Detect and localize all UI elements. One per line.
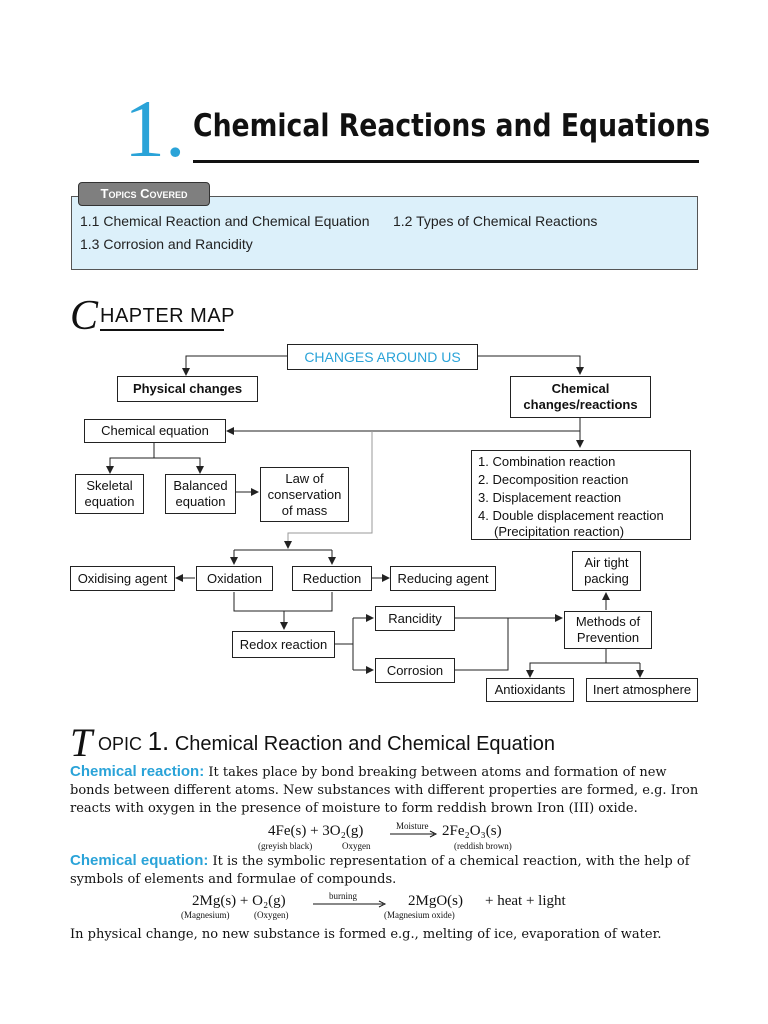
- map-node-chemical-changes: Chemical changes/reactions: [510, 376, 651, 418]
- map-node-oxidising-agent: Oxidising agent: [70, 566, 175, 591]
- map-node-physical-changes: Physical changes: [117, 376, 258, 402]
- paragraph-chemical-equation: Chemical equation: It is the symbolic re…: [70, 852, 700, 889]
- topics-tag: Topics Covered: [78, 182, 210, 206]
- keyword-chemical-reaction: Chemical reaction:: [70, 763, 205, 780]
- reaction-arrow-icon: [390, 830, 438, 838]
- equation-1-rhs: 2Fe₂O₃(s): [442, 823, 502, 839]
- chapter-number: 1.: [124, 83, 186, 174]
- title-rule: [193, 160, 699, 163]
- map-node-law-conservation: Law of conservation of mass: [260, 467, 349, 522]
- map-node-antioxidants: Antioxidants: [486, 678, 574, 702]
- paragraph-physical-change: In physical change, no new substance is …: [70, 927, 662, 942]
- reaction-type-note: (Precipitation reaction): [494, 524, 625, 539]
- chapter-map-rule: [100, 329, 224, 331]
- map-node-skeletal-equation: Skeletal equation: [75, 474, 144, 514]
- map-node-corrosion: Corrosion: [375, 658, 455, 683]
- equation-2-note: (Magnesium): [181, 910, 230, 920]
- paragraph-chemical-reaction: Chemical reaction: It takes place by bon…: [70, 763, 700, 818]
- chapter-map-initial: C: [70, 293, 99, 339]
- map-node-reducing-agent: Reducing agent: [390, 566, 496, 591]
- map-node-oxidation: Oxidation: [196, 566, 273, 591]
- keyword-chemical-equation: Chemical equation:: [70, 852, 209, 869]
- map-node-changes-around-us: CHANGES AROUND US: [287, 344, 478, 370]
- topic-number: 1.: [147, 726, 170, 756]
- equation-2-condition: burning: [329, 891, 357, 901]
- equation-2-note: (Oxygen): [254, 910, 289, 920]
- reaction-type-item: 3. Displacement reaction: [478, 490, 622, 505]
- topic-item: 1.2 Types of Chemical Reactions: [393, 213, 598, 229]
- equation-2-extra: + heat + light: [485, 893, 566, 909]
- equation-1-lhs: 4Fe(s) + 3O₂(g): [268, 823, 364, 839]
- map-node-air-tight-packing: Air tight packing: [572, 551, 641, 591]
- equation-1-note: Oxygen: [342, 841, 371, 851]
- paragraph-text: It is the symbolic representation of a c…: [70, 854, 690, 887]
- equation-1-condition: Moisture: [396, 821, 429, 831]
- topic-item: 1.3 Corrosion and Rancidity: [80, 236, 253, 252]
- map-node-reaction-types: 1. Combination reaction 2. Decomposition…: [471, 450, 691, 540]
- reaction-type-item: 2. Decomposition reaction: [478, 472, 629, 487]
- map-node-redox-reaction: Redox reaction: [232, 631, 335, 658]
- chapter-title: Chemical Reactions and Equations: [193, 108, 711, 144]
- map-node-rancidity: Rancidity: [375, 606, 455, 631]
- reaction-arrow-icon: [313, 900, 387, 908]
- map-node-balanced-equation: Balanced equation: [165, 474, 236, 514]
- equation-2-note: (Magnesium oxide): [384, 910, 455, 920]
- topic-title: Chemical Reaction and Chemical Equation: [174, 733, 556, 755]
- map-node-methods-prevention: Methods of Prevention: [564, 611, 652, 649]
- chapter-map-heading: HAPTER MAP: [100, 305, 236, 327]
- equation-2-rhs: 2MgO(s): [408, 893, 463, 909]
- topic-item: 1.1 Chemical Reaction and Chemical Equat…: [80, 213, 370, 229]
- topic-word: OPIC: [98, 734, 143, 754]
- map-node-inert-atmosphere: Inert atmosphere: [586, 678, 698, 702]
- map-node-reduction: Reduction: [292, 566, 372, 591]
- equation-2-lhs: 2Mg(s) + O₂(g): [192, 893, 286, 909]
- equation-1-note: (reddish brown): [454, 841, 512, 851]
- topic-initial: T: [70, 720, 93, 765]
- reaction-type-item: 4. Double displacement reaction: [478, 508, 664, 523]
- reaction-type-item: 1. Combination reaction: [478, 454, 616, 469]
- paragraph-text: It takes place by bond breaking between …: [70, 765, 699, 816]
- equation-1-note: (greyish black): [258, 841, 313, 851]
- topics-box: [71, 196, 698, 270]
- map-node-chemical-equation: Chemical equation: [84, 419, 226, 443]
- topic-heading: OPIC 1. Chemical Reaction and Chemical E…: [98, 726, 555, 757]
